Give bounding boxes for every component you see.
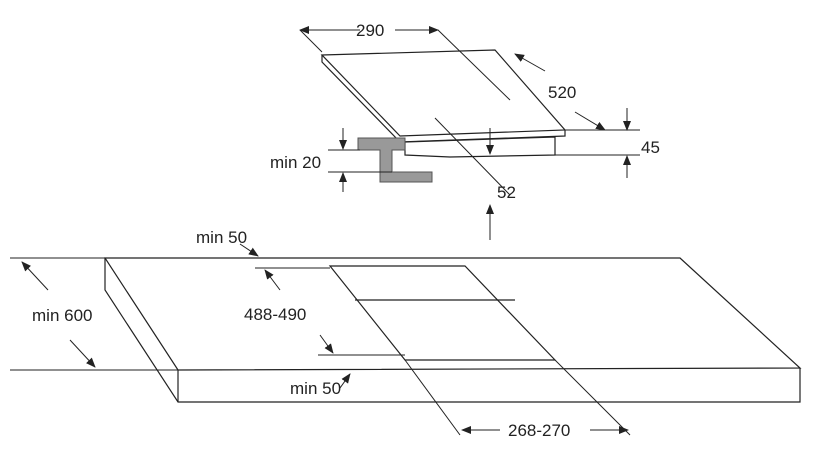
hob-glass-top bbox=[320, 49, 567, 137]
min-back-clearance-label: min 50 bbox=[196, 228, 247, 247]
min-worktop-depth-label: min 600 bbox=[32, 306, 92, 325]
mounting-bracket bbox=[357, 137, 433, 183]
hob-dimensions bbox=[299, 26, 640, 240]
cutout bbox=[328, 265, 557, 361]
worktop bbox=[103, 257, 802, 403]
worktop-dimensions bbox=[10, 243, 631, 436]
hob-height-label: 45 bbox=[641, 138, 660, 157]
worktop-top bbox=[103, 257, 802, 371]
min-worktop-thickness-label: min 20 bbox=[270, 153, 321, 172]
hob-width-label: 290 bbox=[356, 21, 384, 40]
min-front-clearance-label: min 50 bbox=[290, 379, 341, 398]
cutout-width-label: 268-270 bbox=[508, 421, 570, 440]
cutout-depth-label: 488-490 bbox=[244, 305, 306, 324]
hob-body-depth-label: 52 bbox=[497, 183, 516, 202]
hob-depth-label: 520 bbox=[548, 83, 576, 102]
hob-body bbox=[404, 136, 556, 158]
worktop-sides bbox=[104, 258, 801, 403]
hob-glass-edge bbox=[321, 55, 566, 143]
